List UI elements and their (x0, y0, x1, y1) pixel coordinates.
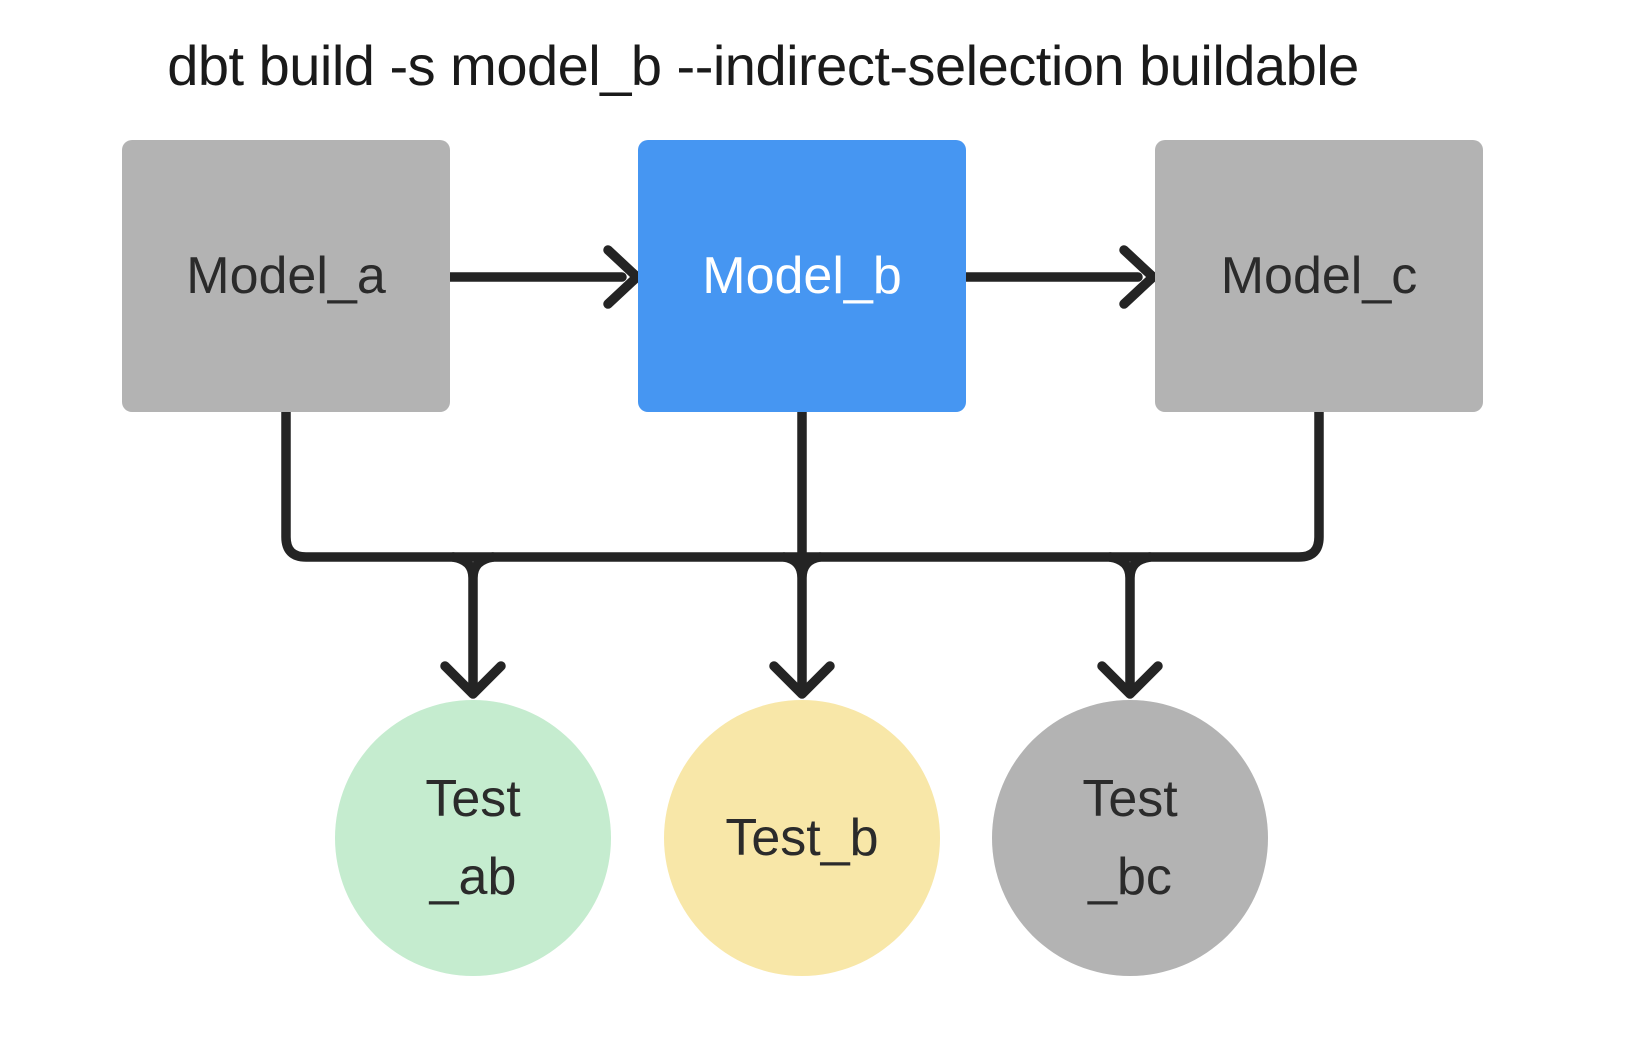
node-test-b-label: Test_b (725, 809, 879, 867)
node-model-c-label: Model_c (1220, 247, 1418, 305)
edge-model-a-to-model-b (445, 245, 642, 309)
edge-model-b-to-test-b (769, 407, 835, 699)
node-model-b-selected: Model_b (638, 140, 966, 412)
edge-bus-to-test-bc (1097, 552, 1163, 699)
node-model-a: Model_a (122, 140, 450, 412)
edge-bus-to-test-ab (440, 552, 506, 699)
node-test-ab: Test _ab (335, 700, 611, 976)
node-model-a-label: Model_a (186, 247, 386, 305)
diagram-title: dbt build -s model_b --indirect-selectio… (167, 34, 1359, 97)
node-test-b: Test_b (664, 700, 940, 976)
node-test-ab-label: Test _ab (425, 770, 521, 906)
node-model-c: Model_c (1155, 140, 1483, 412)
node-model-b-label: Model_b (702, 247, 902, 305)
edge-model-b-to-model-c (961, 245, 1158, 309)
node-test-bc: Test _bc (992, 700, 1268, 976)
node-test-bc-label: Test _bc (1082, 770, 1178, 906)
